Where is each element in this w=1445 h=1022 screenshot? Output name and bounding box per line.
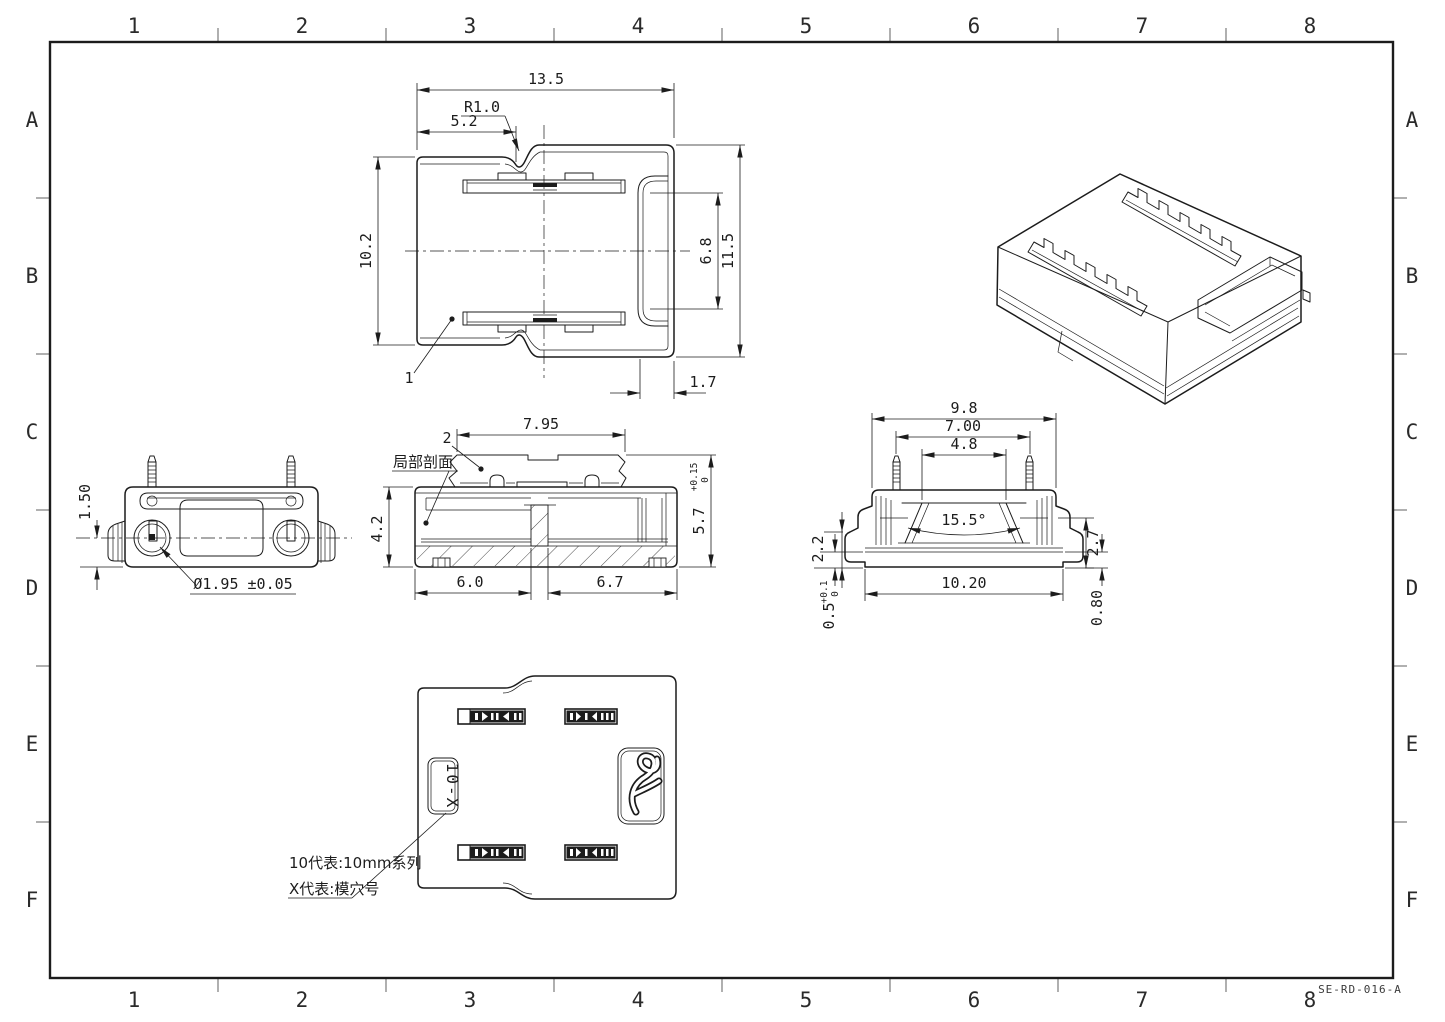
grid-col-label: 8 (1304, 988, 1317, 1012)
dim-body-height: 4.2 (368, 515, 386, 542)
cavity-marking-box: 10-X (427, 757, 462, 815)
grid-row-label: F (26, 888, 39, 912)
dim-standoff: 0.5 (820, 602, 838, 629)
contact-slot-strip (564, 708, 618, 725)
grid-row-label: B (1406, 264, 1419, 288)
grid-col-label: 4 (632, 14, 645, 38)
front-view-dimensions: 1.50 Ø1.95 ±0.05 (76, 484, 296, 595)
dim-overall-height: 11.5 (719, 233, 737, 269)
section-view-dimensions: 7.95 2 局部剖面 4.2 5.7 +0.15 0 6.0 6 (368, 415, 716, 600)
brand-logo-box (617, 747, 665, 825)
dim-top-width: 7.95 (523, 415, 559, 433)
grid-row-label: C (1406, 420, 1419, 444)
balloon-1: 1 (404, 369, 413, 387)
grid-col-label: 8 (1304, 14, 1317, 38)
section-label: 局部剖面 (393, 453, 453, 471)
grid-col-label: 6 (968, 14, 981, 38)
note-line-2: X代表:模穴号 (289, 880, 379, 898)
contact-slot-strip (457, 708, 526, 725)
dim-right-width: 6.7 (596, 573, 623, 591)
iso-toothed-rail (1121, 188, 1242, 267)
side-view-pin (1025, 455, 1034, 491)
top-view: 13.5 R1.0 5.2 10.2 6.8 11.5 1.7 (357, 70, 745, 399)
grid-col-label: 7 (1136, 988, 1149, 1012)
dim-hole-dia: Ø1.95 ±0.05 (193, 575, 292, 593)
dim-base-height: 0.80 (1088, 590, 1106, 626)
dim-base-width: 10.20 (941, 574, 986, 592)
grid-col-label: 7 (1136, 14, 1149, 38)
iso-toothed-rail (1027, 238, 1148, 317)
dim-standoff-tol-upper: +0.1 (819, 580, 830, 603)
grid-column-labels-bottom: 1 2 3 4 5 6 7 8 (128, 988, 1317, 1012)
balloon-2: 2 (442, 429, 451, 447)
bottom-view: 10-X 10代表:10mm系列 X代表:模穴号 (288, 675, 677, 900)
dim-cavity-height: 6.8 (697, 237, 715, 264)
dim-right-offset: 1.7 (689, 373, 716, 391)
section-hatch-column (530, 504, 549, 547)
dim-total-height-tol-lower: 0 (700, 477, 711, 483)
dim-body-width: 9.8 (950, 399, 977, 417)
contact-slot-strip (564, 844, 618, 861)
section-hatch-base (417, 546, 675, 566)
grid-row-labels-left: A B C D E F (26, 108, 39, 912)
grid-col-label: 1 (128, 988, 141, 1012)
grid-row-label: E (26, 732, 39, 756)
grid-col-label: 5 (800, 14, 813, 38)
dim-left-height: 10.2 (357, 233, 375, 269)
grid-col-label: 6 (968, 988, 981, 1012)
section-mating-part (448, 454, 627, 488)
bottom-view-notes: 10代表:10mm系列 X代表:模穴号 (288, 812, 447, 899)
grid-row-label: C (26, 420, 39, 444)
grid-col-label: 5 (800, 988, 813, 1012)
side-view: 9.8 7.00 4.8 15.5° 2.2 2.7 10.20 (809, 399, 1108, 630)
grid-row-label: D (26, 576, 39, 600)
front-view-pin (147, 455, 157, 488)
grid-row-label: E (1406, 732, 1419, 756)
grid-row-label: F (1406, 888, 1419, 912)
grid-col-label: 3 (464, 14, 477, 38)
grid-col-label: 2 (296, 988, 309, 1012)
grid-col-label: 2 (296, 14, 309, 38)
front-view-pin (286, 455, 296, 488)
brand-logo-icon (628, 752, 663, 816)
side-view-dimensions: 9.8 7.00 4.8 15.5° 2.2 2.7 10.20 (809, 399, 1108, 630)
grid-row-label: A (26, 108, 39, 132)
top-view-dimensions: 13.5 R1.0 5.2 10.2 6.8 11.5 1.7 (357, 70, 745, 399)
dim-left-width: 5.2 (450, 112, 477, 130)
grid-row-label: A (1406, 108, 1419, 132)
isometric-view (996, 173, 1311, 405)
dim-draft-angle: 15.5° (941, 511, 986, 529)
grid-col-label: 4 (632, 988, 645, 1012)
dim-overall-width: 13.5 (528, 70, 564, 88)
side-view-pin (892, 455, 901, 491)
front-view: 1.50 Ø1.95 ±0.05 (76, 455, 352, 595)
dim-total-height-tol-upper: +0.15 (689, 463, 700, 492)
grid-col-label: 1 (128, 14, 141, 38)
iso-cavity (1197, 256, 1311, 334)
document-code: SE-RD-016-A (1318, 983, 1402, 996)
section-view: 7.95 2 局部剖面 4.2 5.7 +0.15 0 6.0 6 (368, 415, 716, 600)
contact-slot-strip (457, 844, 526, 861)
cavity-marking-text: 10-X (443, 763, 462, 810)
dim-standoff-tol-lower: 0 (830, 591, 841, 597)
grid-column-labels-top: 1 2 3 4 5 6 7 8 (128, 14, 1317, 38)
dim-total-height: 5.7 (690, 507, 708, 534)
dim-corner-radius: R1.0 (464, 98, 500, 116)
dim-pin-offset: 1.50 (76, 484, 94, 520)
dim-slot-width: 4.8 (950, 435, 977, 453)
grid-row-labels-right: A B C D E F (1406, 108, 1419, 912)
sheet-frame: 1 2 3 4 5 6 7 8 1 2 3 4 5 6 7 8 A B C D … (26, 14, 1419, 1012)
grid-row-label: B (26, 264, 39, 288)
dim-left-width: 6.0 (456, 573, 483, 591)
grid-ticks (36, 28, 1407, 992)
grid-col-label: 3 (464, 988, 477, 1012)
dim-flange-height: 2.2 (809, 535, 827, 562)
dim-pin-pitch: 7.00 (945, 417, 981, 435)
dim-right-height: 2.7 (1084, 529, 1102, 556)
note-line-1: 10代表:10mm系列 (289, 854, 421, 872)
grid-row-label: D (1406, 576, 1419, 600)
